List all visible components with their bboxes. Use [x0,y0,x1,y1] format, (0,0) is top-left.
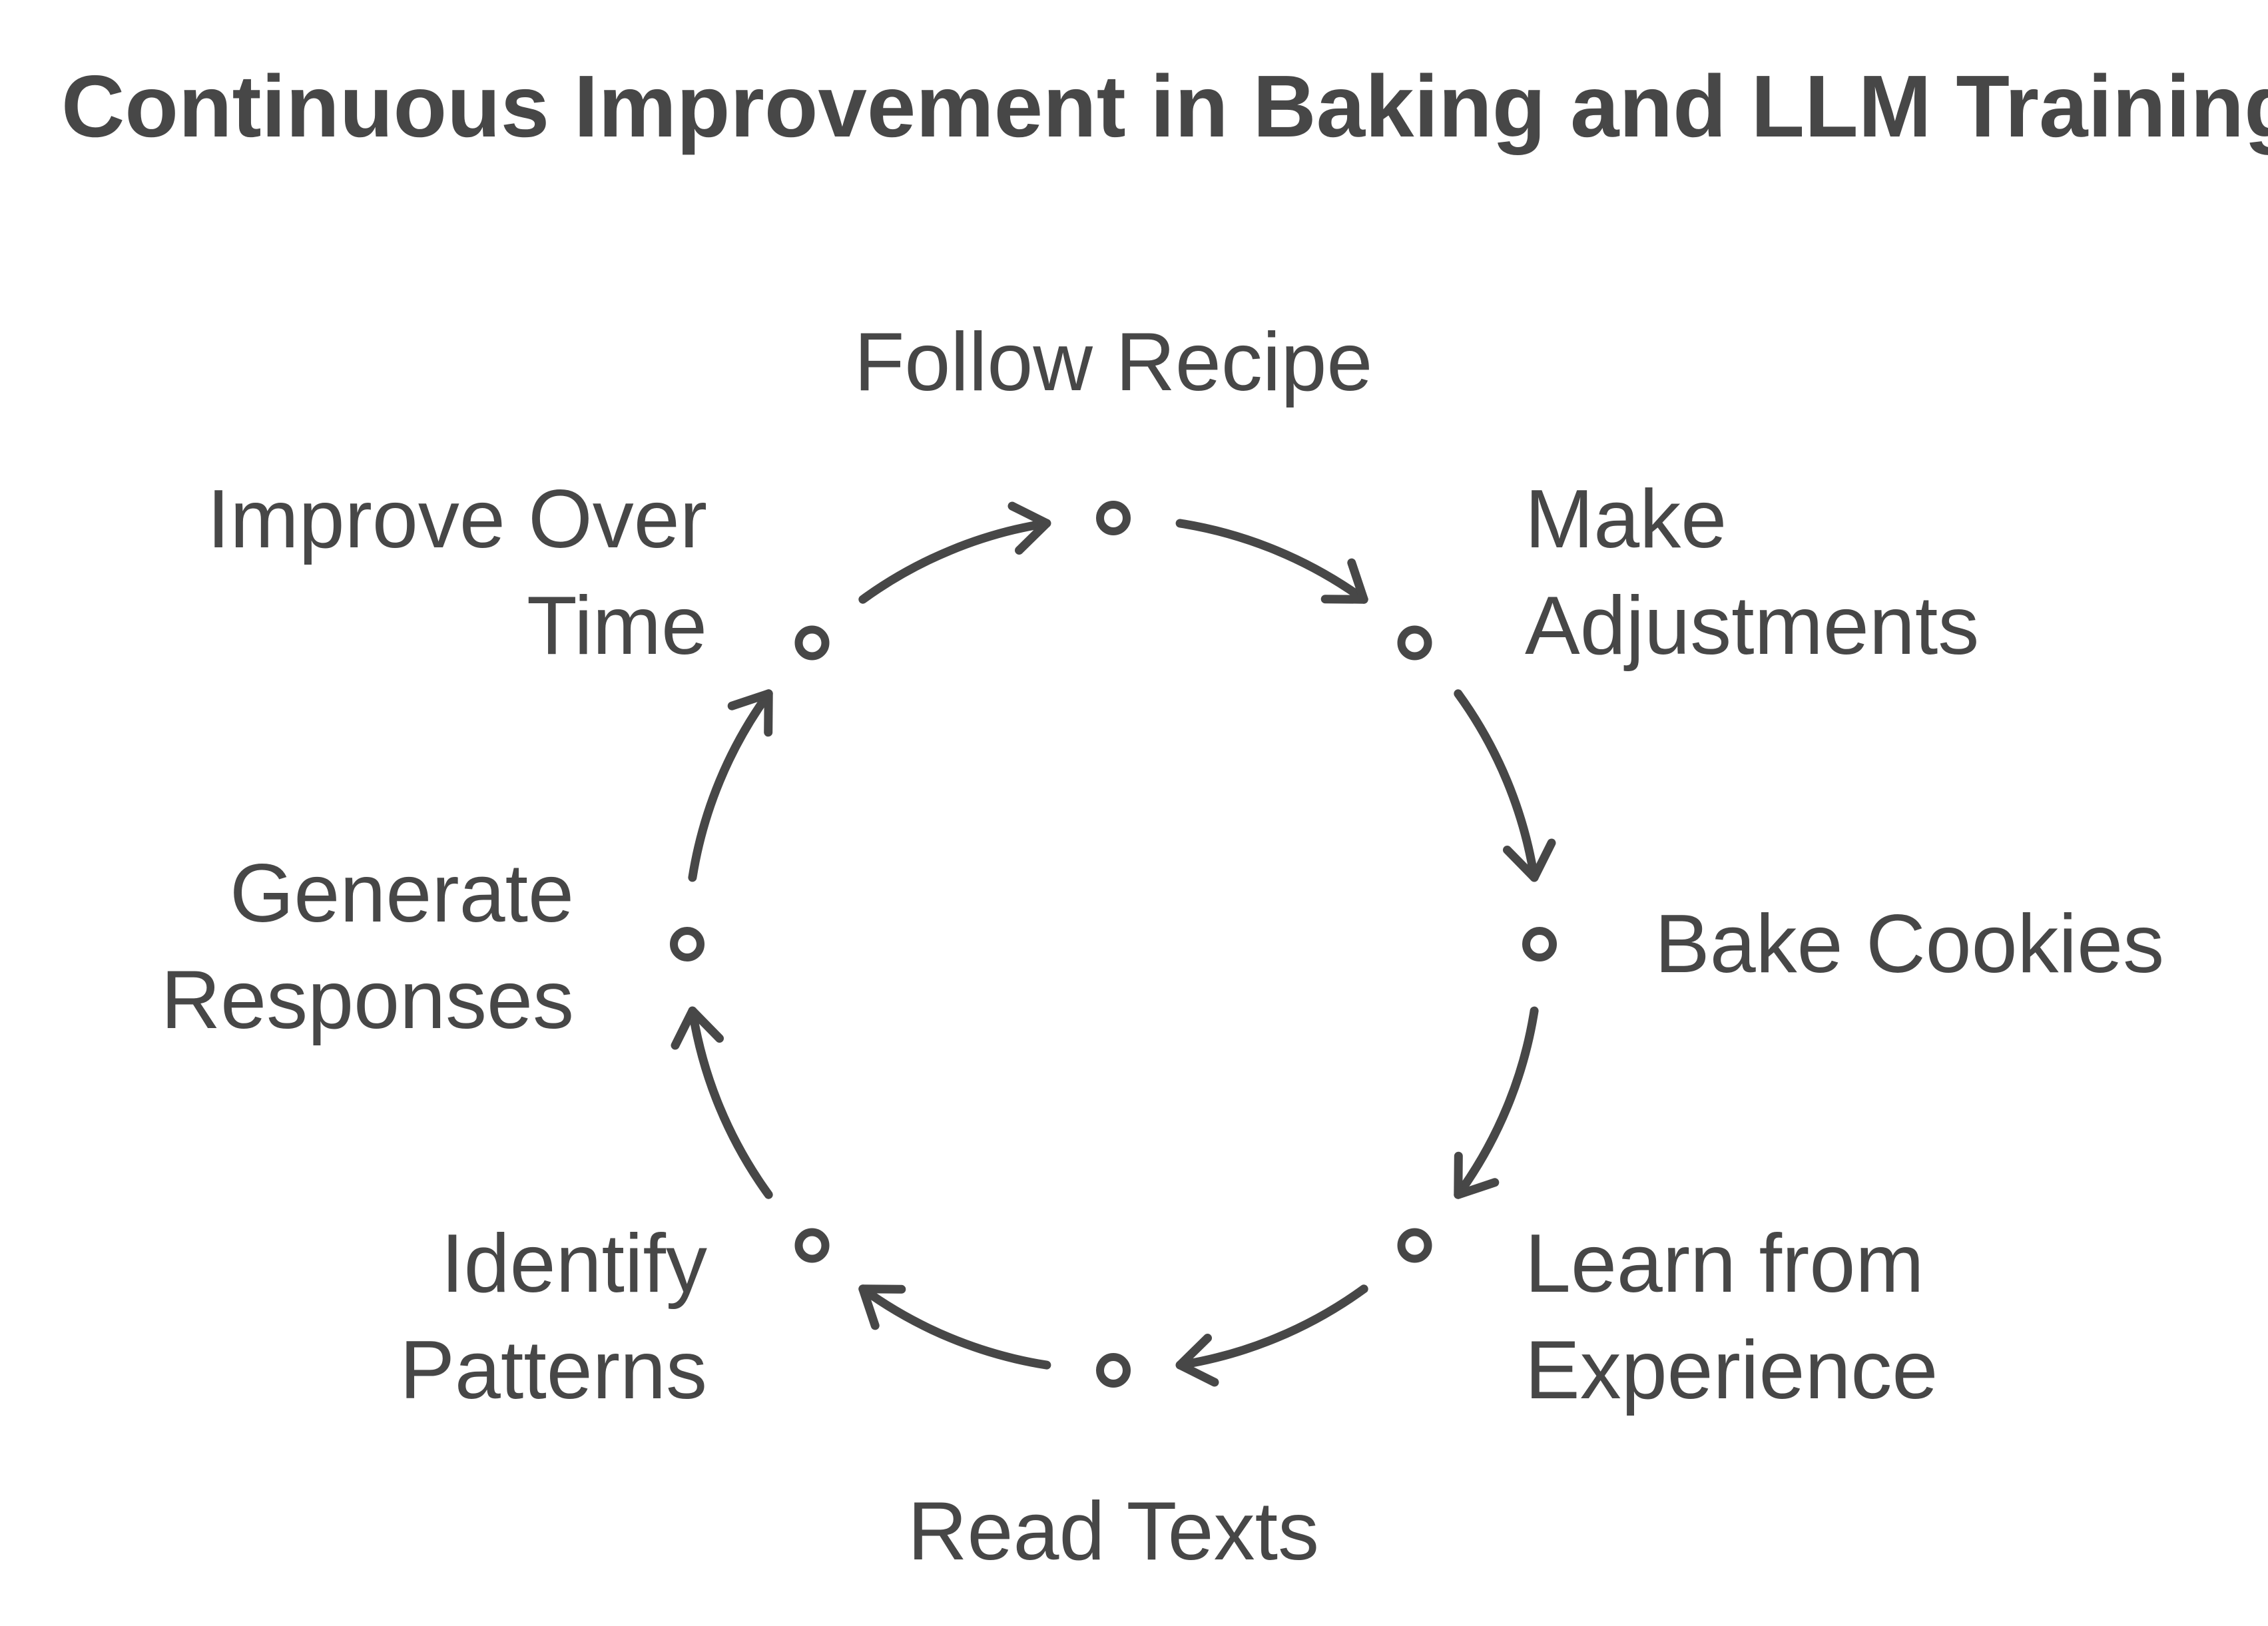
step-label-line: Experience [1525,1324,1938,1416]
cycle-arc [1454,689,1539,882]
cycle-arrow [1454,1006,1539,1199]
cycle-arrow [1454,689,1556,882]
step-label-line: Bake Cookies [1655,898,2164,990]
step-node [1096,501,1131,535]
step-label-line: Learn from [1525,1218,1924,1310]
step-label-line: Read Texts [908,1486,1319,1577]
step-node [794,625,830,661]
step-node [1397,1228,1432,1263]
step-label-line: Improve Over [207,473,707,565]
step-node [1522,927,1557,961]
step-node [1397,625,1432,661]
arrowhead [1007,501,1051,555]
cycle-arc [858,519,1051,604]
arrowhead [671,1006,724,1050]
step-label: Bake Cookies [1655,898,2164,990]
cycle-arrow [1175,1284,1368,1387]
cycle-arrow [858,501,1051,604]
arrowhead [727,689,773,737]
cycle-arc [688,1006,773,1199]
arrowhead [858,1284,906,1330]
cycle-arrows [671,501,1556,1387]
step-label-line: Identify [441,1218,707,1310]
cycle-nodes [670,501,1557,1388]
step-label: Follow Recipe [854,316,1373,408]
cycle-arrow [671,1006,773,1199]
step-label-line: Follow Recipe [854,316,1373,408]
step-label-line: Time [527,580,707,672]
arrowhead [1175,1334,1219,1387]
arrowhead [1503,838,1556,882]
step-label-line: Patterns [400,1324,707,1416]
step-label-line: Generate [230,848,574,940]
step-label-line: Make [1525,473,1727,565]
arrowhead [1454,1151,1500,1199]
cycle-arc [1175,1284,1368,1370]
arrowhead [1320,558,1368,604]
cycle-arrow [858,1284,1051,1370]
step-node [670,927,705,961]
step-node [1096,1353,1131,1388]
step-label-line: Adjustments [1525,580,1979,672]
step-node [794,1228,830,1263]
cycle-arrow [1175,519,1368,604]
step-label-line: Responses [161,954,574,1046]
cycle-arc [1454,1006,1539,1199]
cycle-arc [1175,519,1368,604]
diagram-title: Continuous Improvement in Baking and LLM… [61,57,2268,155]
cycle-arrow [688,689,773,882]
cycle-arc [858,1284,1051,1370]
cycle-arc [688,689,773,882]
step-label: Read Texts [908,1486,1319,1577]
